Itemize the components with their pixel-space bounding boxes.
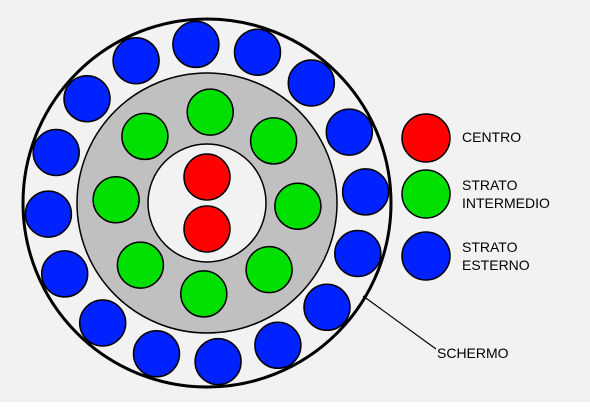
legend-label-intermedio-line1: STRATO (462, 177, 518, 193)
esterno-conductor (40, 250, 89, 298)
esterno-conductor (341, 168, 390, 216)
legend: CENTRO STRATO INTERMEDIO STRATO ESTERNO (401, 113, 550, 281)
conductor-group (24, 20, 390, 386)
intermedio-conductor (249, 117, 298, 165)
intermedio-conductor (116, 241, 165, 289)
esterno-conductor (78, 299, 127, 347)
inner-core-circle (147, 143, 267, 263)
esterno-conductor (334, 229, 382, 278)
legend-label-esterno-line1: STRATO (462, 239, 518, 255)
esterno-conductor (287, 59, 336, 107)
centro-conductor (183, 153, 231, 201)
esterno-conductor (254, 321, 302, 370)
intermedio-conductor (274, 182, 322, 230)
legend-label-centro-line1: CENTRO (462, 129, 521, 145)
legend-swatch-esterno (401, 231, 451, 281)
legend-label-esterno-line2: ESTERNO (462, 257, 530, 273)
esterno-conductor (24, 190, 73, 238)
legend-swatch-centro (401, 113, 451, 163)
esterno-conductor (172, 20, 220, 69)
esterno-conductor (303, 283, 351, 332)
schermo-callout-line (362, 295, 437, 350)
esterno-conductor (112, 36, 160, 85)
schermo-label: SCHERMO (437, 345, 509, 361)
intermedio-conductor (121, 112, 169, 161)
intermedio-conductor (245, 245, 293, 294)
intermedio-conductor (180, 270, 228, 318)
esterno-conductor (132, 330, 181, 378)
esterno-conductor (32, 128, 80, 177)
legend-label-intermedio-line2: INTERMEDIO (462, 195, 550, 211)
esterno-conductor (233, 28, 282, 76)
esterno-conductor (194, 337, 242, 386)
intermedio-conductor (92, 176, 140, 224)
legend-swatch-intermedio (401, 169, 451, 219)
intermedio-conductor (186, 88, 234, 136)
esterno-conductor (63, 74, 111, 123)
centro-conductor (183, 205, 231, 253)
esterno-conductor (325, 108, 374, 156)
